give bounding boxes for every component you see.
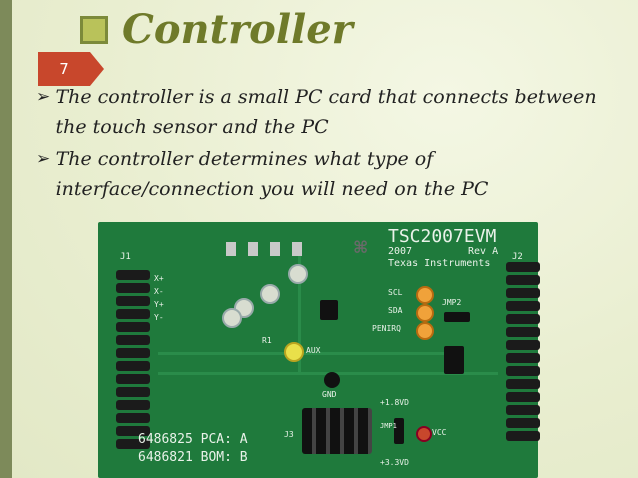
pcb-trace — [298, 252, 301, 372]
led-yp — [222, 308, 242, 328]
arrow-bullet-icon: ➢ — [36, 87, 51, 107]
testpoint-sda — [416, 304, 434, 322]
page-number-badge: 7 — [38, 52, 104, 86]
label-r1: R1 — [262, 336, 272, 345]
led-aux — [284, 342, 304, 362]
label-j1: J1 — [120, 252, 131, 262]
ti-logo-icon: ⌘ — [354, 236, 368, 261]
header-j2 — [506, 262, 542, 444]
title-row: Controller — [80, 6, 353, 53]
label-penirq: PENIRQ — [372, 324, 401, 333]
arrow-bullet-icon: ➢ — [36, 149, 51, 169]
label-j3: J3 — [284, 430, 294, 439]
led-xm — [260, 284, 280, 304]
label-vcc: VCC — [432, 428, 447, 437]
label-ym: Y- — [154, 313, 164, 322]
label-bom: 6486821 BOM: B — [138, 450, 248, 465]
bullet-text: The controller is a small PC card that c… — [55, 86, 597, 138]
header-j3 — [302, 408, 372, 454]
board-name: TSC2007EVM — [388, 226, 497, 247]
label-yp: Y+ — [154, 300, 164, 309]
pcb-trace — [158, 352, 458, 355]
label-gnd: GND — [322, 390, 337, 399]
board-year: 2007 — [388, 246, 413, 257]
bullet-text: The controller determines what type of i… — [55, 148, 489, 200]
pcb-photo: J1 X+ X- Y+ Y- J2 ⌘ TSC2007EVM 2007 Rev … — [98, 222, 540, 478]
jumper-jmp2 — [444, 312, 470, 322]
led-ym — [288, 264, 308, 284]
label-sda: SDA — [388, 306, 403, 315]
chip-u1 — [320, 300, 338, 320]
label-18v: +1.8VD — [380, 398, 409, 407]
bullet-item: ➢ The controller is a small PC card that… — [36, 82, 626, 142]
board-maker: Texas Instruments — [388, 258, 491, 269]
label-pca: 6486825 PCA: A — [138, 432, 248, 447]
checkbox-bullet-icon — [80, 15, 108, 44]
header-j1 — [116, 270, 152, 452]
label-scl: SCL — [388, 288, 403, 297]
label-33v: +3.3VD — [380, 458, 409, 467]
label-aux: AUX — [306, 346, 321, 355]
testpoint-penirq — [416, 322, 434, 340]
bullet-list: ➢ The controller is a small PC card that… — [36, 82, 626, 206]
slide-title: Controller — [122, 6, 353, 53]
label-xp: X+ — [154, 274, 164, 283]
label-jmp2: JMP2 — [442, 298, 462, 307]
testpoint-scl — [416, 286, 434, 304]
led-vcc — [416, 426, 432, 442]
gnd-testpoint — [324, 372, 340, 388]
label-jmp1: JMP1 — [380, 422, 397, 430]
board-rev: Rev A — [468, 246, 499, 257]
bullet-item: ➢ The controller determines what type of… — [36, 144, 626, 204]
label-xm: X- — [154, 287, 164, 296]
label-j2: J2 — [512, 252, 523, 262]
jumper-jmp1 — [394, 418, 404, 444]
chip-u2 — [444, 346, 464, 374]
left-accent-bar — [0, 0, 12, 478]
